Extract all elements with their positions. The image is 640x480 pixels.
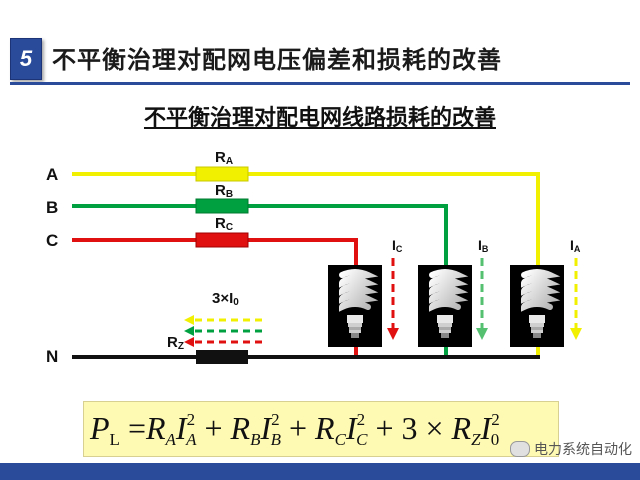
zero-sequence-current-label: 3×I0 [212,290,239,308]
loss-formula-box: PL =RAI2A + RBI2B + RCI2C + 3 × RZI20 [83,401,559,457]
footer-bar [0,463,640,480]
resistor-b [195,198,249,214]
resistor-a-label: RA [215,149,233,167]
resistor-b-label: RB [215,182,233,200]
slide-title: 不平衡治理对配网电压偏差和损耗的改善 [52,47,502,74]
resistor-c-label: RC [215,215,233,233]
wechat-icon [510,441,530,457]
diagram-title: 不平衡治理对配电网线路损耗的改善 [143,105,496,130]
current-arrow-c [387,258,399,340]
bulb-phase-b [418,265,472,347]
bulb-phase-a [510,265,564,347]
current-arrow-b [476,258,488,340]
phase-c-label: C [46,231,58,250]
resistor-a [195,166,249,182]
neutral-label: N [46,347,58,366]
section-badge: 5 [10,38,42,80]
current-c-label: IC [392,237,403,254]
resistor-z [196,350,248,364]
zero-sequence-arrows [184,315,262,347]
loss-formula: PL =RAI2A + RBI2B + RCI2C + 3 × RZI20 [90,410,500,449]
current-b-label: IB [478,237,489,254]
resistor-z-label: RZ [167,334,184,352]
phase-a-label: A [46,165,58,184]
bulb-phase-c [328,265,382,347]
watermark: 电力系统自动化 [510,439,632,459]
current-a-label: IA [570,237,581,254]
phase-b-wire [72,204,448,267]
phase-a-wire [72,172,540,267]
phase-c-wire [72,238,358,267]
resistor-c [195,232,249,248]
slide-header: 5 不平衡治理对配网电压偏差和损耗的改善 [0,0,640,80]
phase-b-label: B [46,198,58,217]
header-divider [10,82,630,85]
watermark-text: 电力系统自动化 [534,441,632,457]
current-arrow-a [570,258,582,340]
